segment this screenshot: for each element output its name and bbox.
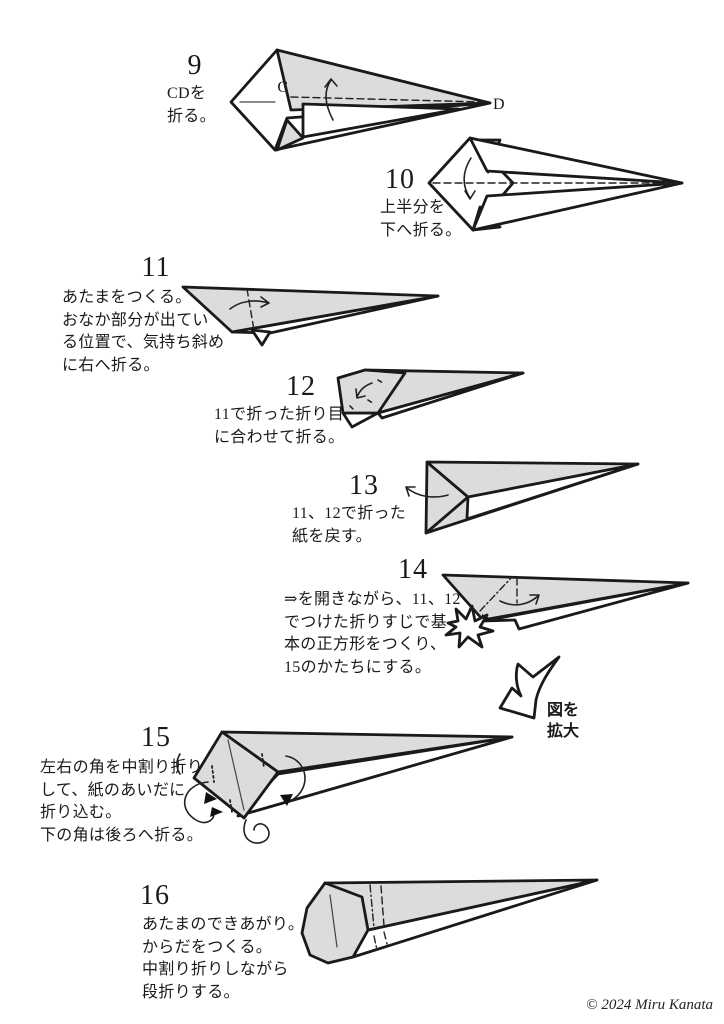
step-11-instruction: あたまをつくる。 おなか部分が出てい る位置で、気持ち斜め に右へ折る。 bbox=[62, 289, 225, 375]
side-arrow bbox=[176, 753, 181, 775]
arrowhead bbox=[280, 794, 293, 806]
arrowhead bbox=[204, 792, 217, 804]
copyright: © 2024 Miru Kanata bbox=[586, 997, 713, 1013]
fold-edge bbox=[424, 461, 470, 535]
paper-layer bbox=[376, 371, 525, 420]
step-16-number: 16 bbox=[140, 880, 170, 911]
paper-layer bbox=[275, 118, 305, 152]
fold-line bbox=[479, 576, 513, 612]
step-14-instruction: ⇒を開きながら、11、12 でつけた折りすじで基 本の正方形をつくり、 15のか… bbox=[284, 591, 461, 677]
fold-line bbox=[380, 885, 385, 927]
fold-line bbox=[373, 935, 378, 951]
step-10-diagram bbox=[425, 128, 695, 238]
open-burst-arrow-icon bbox=[444, 604, 495, 649]
step-11-diagram bbox=[176, 276, 442, 356]
reverse-fold-arrow-right bbox=[285, 755, 306, 801]
step-15-instruction: 左右の角を中割り折り して、紙のあいだに 折り込む。 下の角は後ろへ折る。 bbox=[40, 759, 204, 845]
step-12-instruction: 11で折った折り目 に合わせて折る。 bbox=[214, 406, 345, 446]
crease-line bbox=[227, 739, 245, 811]
paper-layer bbox=[471, 181, 684, 232]
step-12-diagram bbox=[330, 356, 528, 434]
enlarge-arrow-icon bbox=[498, 655, 561, 720]
step-9-number: 9 bbox=[187, 50, 203, 81]
step-15-figure bbox=[176, 730, 514, 844]
step-10-figure bbox=[427, 136, 684, 232]
enlarge-note: 図を 拡大 bbox=[547, 702, 580, 740]
paper-layer bbox=[341, 411, 380, 429]
step-12-number: 12 bbox=[286, 371, 316, 402]
fold-line bbox=[246, 288, 255, 331]
step-13-instruction: 11、12で折った 紙を戻す。 bbox=[292, 505, 407, 545]
step-12-figure bbox=[336, 368, 525, 429]
paper-layer bbox=[336, 368, 407, 415]
step-14-figure bbox=[441, 573, 690, 649]
crease-line bbox=[329, 894, 338, 948]
point-label-c: C bbox=[277, 79, 288, 96]
fold-arrow-icon bbox=[499, 594, 540, 606]
step-16-diagram bbox=[294, 860, 608, 988]
step-13-diagram bbox=[394, 454, 646, 542]
step-10-number: 10 bbox=[385, 164, 415, 195]
paper-layer bbox=[250, 328, 272, 347]
head-shape bbox=[300, 881, 370, 965]
paper-layer bbox=[465, 462, 640, 521]
step-13-number: 13 bbox=[349, 470, 379, 501]
step-14-number: 14 bbox=[398, 554, 428, 585]
step-15-number: 15 bbox=[141, 722, 171, 753]
point-label-d: D bbox=[493, 96, 505, 113]
fold-line bbox=[369, 884, 375, 929]
fold-arrow-icon bbox=[463, 157, 476, 200]
step-10-instruction: 上半分を 下へ折る。 bbox=[380, 199, 462, 239]
fold-arrow-icon bbox=[355, 382, 373, 399]
fold-arrow-icon bbox=[229, 296, 270, 310]
step-11-number: 11 bbox=[141, 252, 171, 283]
step-9-diagram: C D bbox=[225, 40, 507, 165]
fold-arrow-icon bbox=[324, 78, 338, 121]
step-16-figure bbox=[300, 878, 599, 965]
fold-line bbox=[290, 96, 484, 103]
step-13-figure bbox=[405, 460, 640, 535]
step-9-instruction: CDを 折る。 bbox=[167, 85, 216, 125]
enlarge-arrow bbox=[488, 650, 574, 726]
unfold-arrow-icon bbox=[405, 486, 449, 498]
step-16-instruction: あたまのできあがり。 からだをつくる。 中割り折りしながら 段折りする。 bbox=[142, 916, 305, 1002]
enlarge-arrow-shape bbox=[498, 655, 561, 720]
fold-line bbox=[261, 753, 265, 769]
fold-line bbox=[211, 765, 215, 783]
fold-line bbox=[383, 931, 388, 945]
paper-layer bbox=[301, 102, 461, 139]
fold-line bbox=[229, 799, 233, 813]
arrowhead bbox=[210, 807, 223, 817]
step-9-figure: C D bbox=[229, 48, 505, 152]
reverse-fold-arrow-left bbox=[184, 781, 215, 824]
paper-layer bbox=[468, 136, 684, 185]
paper-layer bbox=[181, 285, 440, 334]
step-15-diagram bbox=[174, 710, 550, 852]
back-fold-arrow bbox=[243, 819, 270, 844]
step-14-diagram bbox=[436, 543, 700, 657]
step-11-figure bbox=[181, 285, 440, 347]
crease-marks bbox=[349, 379, 384, 411]
